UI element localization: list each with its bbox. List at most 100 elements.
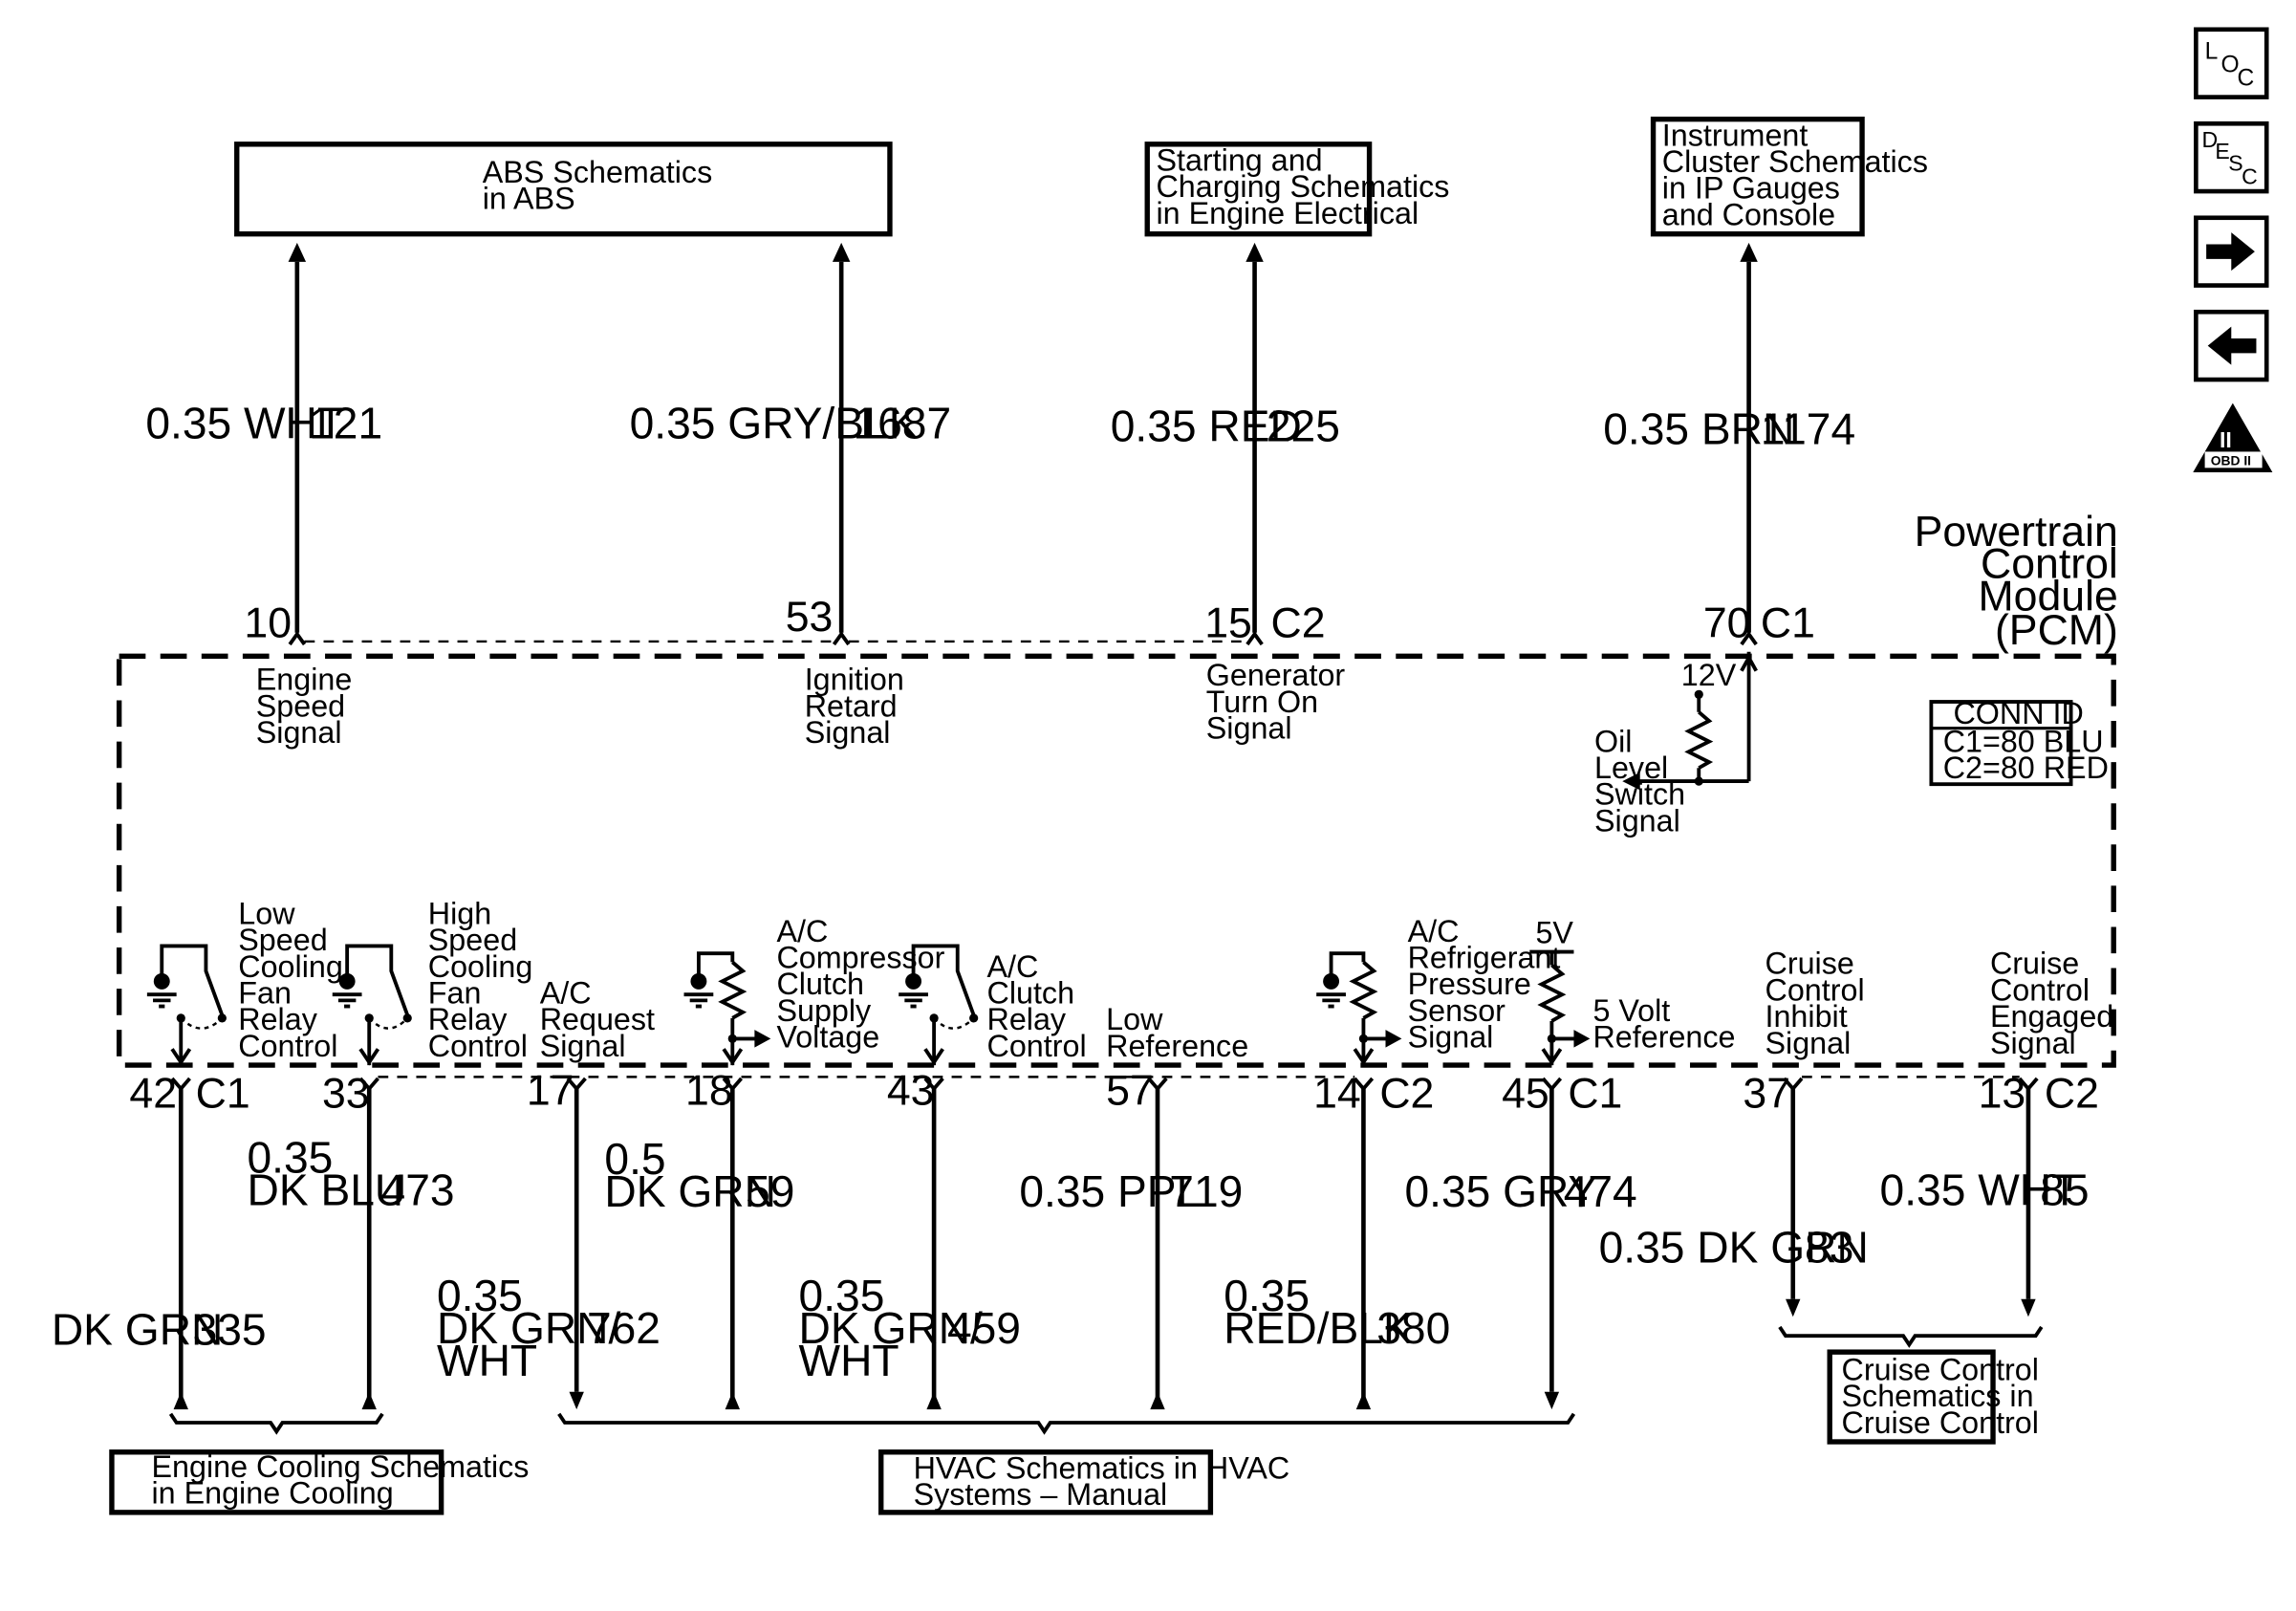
pcm-title-line: Control [1981, 541, 2118, 588]
engine-speed-signal-label: Engine Speed Signal [256, 663, 353, 750]
wire-gauge-label: DK GRN/ [799, 1303, 984, 1353]
pcm-title-line: (PCM) [1995, 607, 2118, 654]
engine-cooling-bracket [168, 1412, 384, 1435]
wire-gauge-label: 0.35 DK GRN [1599, 1222, 1869, 1272]
box-line: Systems – Manual [914, 1477, 1168, 1512]
box-line: Cruise Control [1842, 1352, 2039, 1386]
back-button[interactable] [2194, 309, 2269, 382]
wire-gauge-label: 0.35 WHT [145, 399, 344, 448]
func-line: Cooling [238, 949, 343, 984]
arrow-down-icon [1786, 1298, 1801, 1317]
func-line: Control [1990, 972, 2090, 1007]
arrow-up-icon [926, 1391, 942, 1410]
hvac-box[interactable]: HVAC Schematics in HVAC Systems – Manual [878, 1449, 1290, 1515]
arrow-up-icon [725, 1391, 740, 1410]
wire-circuit-label: 1687 [853, 399, 951, 448]
func-line: Supply [776, 993, 872, 1028]
pin-number: 53 [786, 594, 834, 641]
abs-schematics-box[interactable]: ABS Schematics in ABS [234, 142, 893, 237]
oil-level-switch-circuit: 12V Oil Level Switch Signal [1594, 651, 1758, 838]
func-line: Signal [1594, 803, 1680, 838]
wire-circuit-label: 85 [2040, 1165, 2089, 1214]
wire-85: 0.35 WHT 85 [1880, 1088, 2090, 1317]
func-line: Voltage [776, 1020, 879, 1055]
pin-number: 42 [129, 1071, 177, 1118]
pcm-title: Powertrain Control Module (PCM) [1915, 509, 2118, 654]
wire-circuit-label: 83 [1805, 1222, 1853, 1272]
arrow-left-icon [2207, 326, 2257, 365]
wire-1687: 0.35 GRY/BLK 1687 [630, 242, 951, 633]
box-line: in IP Gauges [1662, 171, 1840, 206]
low-speed-fan-relay-label: Low Speed Cooling Fan Relay Control [238, 896, 343, 1062]
cruise-engaged-label: Cruise Control Engaged Signal [1990, 947, 2113, 1060]
pin-number: 15 [1204, 599, 1252, 646]
box-line: Instrument [1662, 118, 1809, 152]
instrument-cluster-box[interactable]: Instrument Cluster Schematics in IP Gaug… [1650, 116, 1928, 237]
wire-gauge-label: WHT [437, 1336, 537, 1385]
obd-ii-button[interactable]: II OBD II [2193, 403, 2273, 472]
ac-clutch-relay-label: A/C Clutch Relay Control [987, 949, 1087, 1063]
wire-gauge-label: 0.35 PPL [1019, 1166, 1201, 1216]
func-line: Engaged [1990, 999, 2113, 1034]
connector-id: C1 [196, 1071, 250, 1118]
arrow-left-icon [1622, 772, 1640, 791]
func-line: Relay [428, 1002, 508, 1036]
desc-button[interactable]: D E S C [2194, 120, 2269, 194]
low-speed-fan-relay-driver [146, 944, 227, 1066]
func-line: Cooling [428, 949, 533, 984]
wire-gauge-label: DK GRN [604, 1166, 776, 1216]
next-button[interactable] [2194, 215, 2269, 288]
ac-request-signal-label: A/C Request Signal [540, 975, 655, 1062]
wire-335: DK GRN 335 [52, 1088, 267, 1410]
func-line: Request [540, 1002, 655, 1036]
connector-id: C1 [1761, 599, 1815, 646]
arrow-up-icon [1355, 1391, 1372, 1410]
engine-cooling-box[interactable]: Engine Cooling Schematics in Engine Cool… [109, 1449, 530, 1515]
five-volt-reference-label: 5 Volt Reference [1592, 993, 1735, 1055]
func-line: High [428, 896, 491, 930]
desc-letter-s: S [2228, 151, 2242, 176]
wire-121: 0.35 WHT 121 [145, 242, 382, 633]
wire-59: 0.5 DK GRN 59 [604, 1088, 794, 1410]
wire-circuit-label: 121 [309, 399, 382, 448]
func-line: Signal [1765, 1026, 1852, 1060]
ac-pressure-sensor-label: A/C Refrigerant Pressure Sensor Signal [1408, 914, 1561, 1055]
wire-762: 0.35 DK GRN/ WHT 762 [437, 1088, 661, 1410]
box-line: in Engine Electrical [1156, 196, 1419, 230]
wire-gauge-label: RED/BLK [1224, 1303, 1413, 1353]
func-line: Engine [256, 663, 353, 697]
func-line: Speed [256, 688, 345, 723]
cruise-control-box[interactable]: Cruise Control Schematics in Cruise Cont… [1827, 1349, 2039, 1445]
func-line: Reference [1592, 1020, 1735, 1055]
connector-id: C2 [1379, 1071, 1434, 1118]
five-volt-reference-circuit: 5V [1529, 915, 1591, 1066]
func-line: Clutch [987, 975, 1075, 1010]
arrow-down-icon [569, 1391, 584, 1410]
generator-turn-on-signal-label: Generator Turn On Signal [1206, 658, 1346, 745]
arrow-up-icon [1740, 242, 1758, 262]
arrow-up-icon [361, 1391, 377, 1410]
wire-gauge-label: 0.35 [248, 1132, 334, 1182]
func-line: Low [238, 896, 295, 930]
pcm-title-line: Powertrain [1915, 509, 2118, 555]
starting-charging-box[interactable]: Starting and Charging Schematics in Engi… [1144, 142, 1449, 237]
func-line: Level [1594, 751, 1668, 785]
cruise-inhibit-label: Cruise Control Inhibit Signal [1765, 947, 1865, 1060]
wire-gauge-label: 0.35 GRY/BLK [630, 399, 919, 448]
pin-number: 18 [685, 1068, 733, 1115]
box-line: Starting and [1156, 143, 1322, 178]
func-line: Turn On [1206, 685, 1318, 719]
ac-compressor-supply-label: A/C Compressor Clutch Supply Voltage [776, 914, 944, 1055]
func-line: Control [428, 1029, 528, 1063]
conn-id-c2: C2=80 RED [1943, 751, 2109, 785]
wire-gauge-label: 0.35 RED [1111, 402, 1302, 451]
pin-number: 10 [244, 599, 292, 646]
wire-gauge-label: 0.35 [799, 1271, 885, 1320]
wire-225: 0.35 RED 225 [1111, 242, 1340, 633]
box-line: Cruise Control [1842, 1405, 2039, 1440]
arrow-right-icon [1573, 1030, 1591, 1048]
conn-id-title: CONN ID [1953, 696, 2083, 730]
wire-gauge-label: DK GRN/ [437, 1303, 621, 1353]
loc-button[interactable]: L O C [2194, 27, 2269, 99]
